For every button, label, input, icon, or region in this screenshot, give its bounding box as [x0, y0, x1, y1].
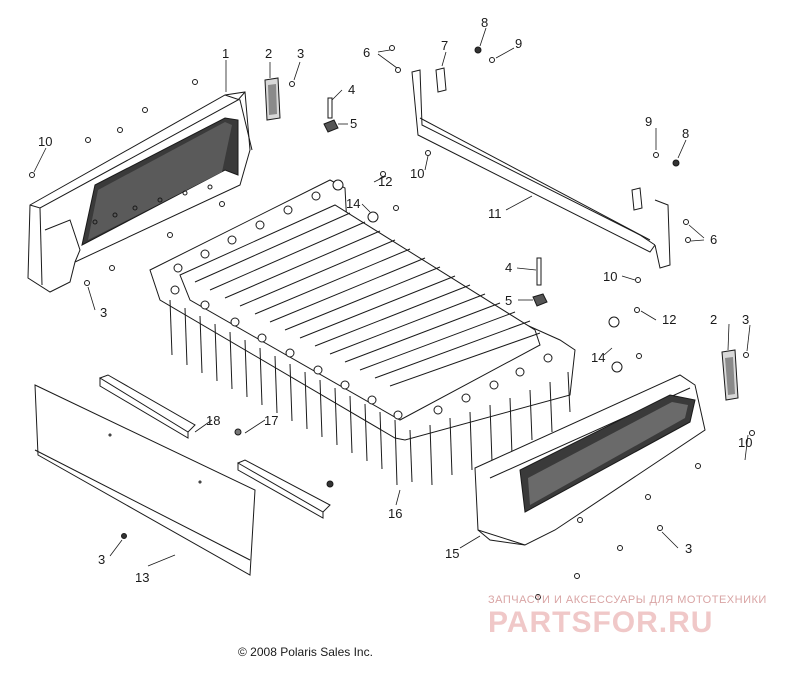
- latch-lower: [532, 293, 548, 307]
- upper-rail: [411, 69, 671, 269]
- callout-4-upper: 4: [348, 82, 355, 97]
- fasteners: [29, 45, 755, 600]
- callout-10-right-lower: 10: [738, 435, 752, 450]
- latch-upper: [323, 119, 339, 133]
- callout-3-bottom: 3: [98, 552, 105, 567]
- callout-18: 18: [206, 413, 220, 428]
- pin-lower: [536, 257, 542, 286]
- bumper-strip-lower: [236, 459, 331, 519]
- tailgate-panel: [34, 384, 256, 576]
- bumper-strip-upper: [98, 374, 196, 439]
- callout-9-lower: 9: [645, 114, 652, 129]
- watermark-logo: PARTSFOR.RU: [488, 606, 714, 639]
- callout-11: 11: [488, 206, 502, 221]
- callout-9-upper: 9: [515, 36, 522, 51]
- callout-10-left: 10: [38, 134, 52, 149]
- callout-5-lower: 5: [505, 293, 512, 308]
- right-side-panel: [474, 374, 706, 546]
- callout-12-upper: 12: [378, 174, 392, 189]
- callout-10-right-upper: 10: [603, 269, 617, 284]
- washers-upper: [332, 179, 379, 223]
- callout-12-lower: 12: [662, 312, 676, 327]
- callout-labels: 1 2 3 4 5 6 7 8 9 10 10 12 14 11 9 8 6 1…: [38, 15, 752, 585]
- callout-3-right-upper: 3: [742, 312, 749, 327]
- callout-5-upper: 5: [350, 116, 357, 131]
- callout-3-top: 3: [297, 46, 304, 61]
- leader-lines: [33, 27, 751, 567]
- callout-2-right: 2: [710, 312, 717, 327]
- callout-13: 13: [135, 570, 149, 585]
- callout-14-upper: 14: [346, 196, 360, 211]
- callout-10-middle: 10: [410, 166, 424, 181]
- callout-17: 17: [264, 413, 278, 428]
- callout-3-left: 3: [100, 305, 107, 320]
- callout-1: 1: [222, 46, 229, 61]
- bracket-lower: [631, 187, 643, 211]
- callout-8-lower: 8: [682, 126, 689, 141]
- callout-14-lower: 14: [591, 350, 605, 365]
- copyright-notice: © 2008 Polaris Sales Inc.: [238, 645, 373, 659]
- end-cap-left: [264, 77, 281, 121]
- callout-6-upper: 6: [363, 45, 370, 60]
- pin-upper: [327, 97, 333, 119]
- callout-16: 16: [388, 506, 402, 521]
- callout-4-lower: 4: [505, 260, 512, 275]
- callout-6-lower: 6: [710, 232, 717, 247]
- end-cap-right: [721, 349, 739, 401]
- left-side-panel: [27, 91, 253, 293]
- callout-8-upper: 8: [481, 15, 488, 30]
- watermark-tagline: ЗАПЧАСТИ И АКСЕССУАРЫ ДЛЯ МОТОТЕХНИКИ: [488, 594, 767, 606]
- cargo-box-tub: [149, 179, 576, 486]
- callout-15: 15: [445, 546, 459, 561]
- washers-lower: [608, 316, 623, 373]
- callout-3-right-lower: 3: [685, 541, 692, 556]
- callout-2-left: 2: [265, 46, 272, 61]
- bracket-upper: [435, 67, 447, 93]
- callout-7: 7: [441, 38, 448, 53]
